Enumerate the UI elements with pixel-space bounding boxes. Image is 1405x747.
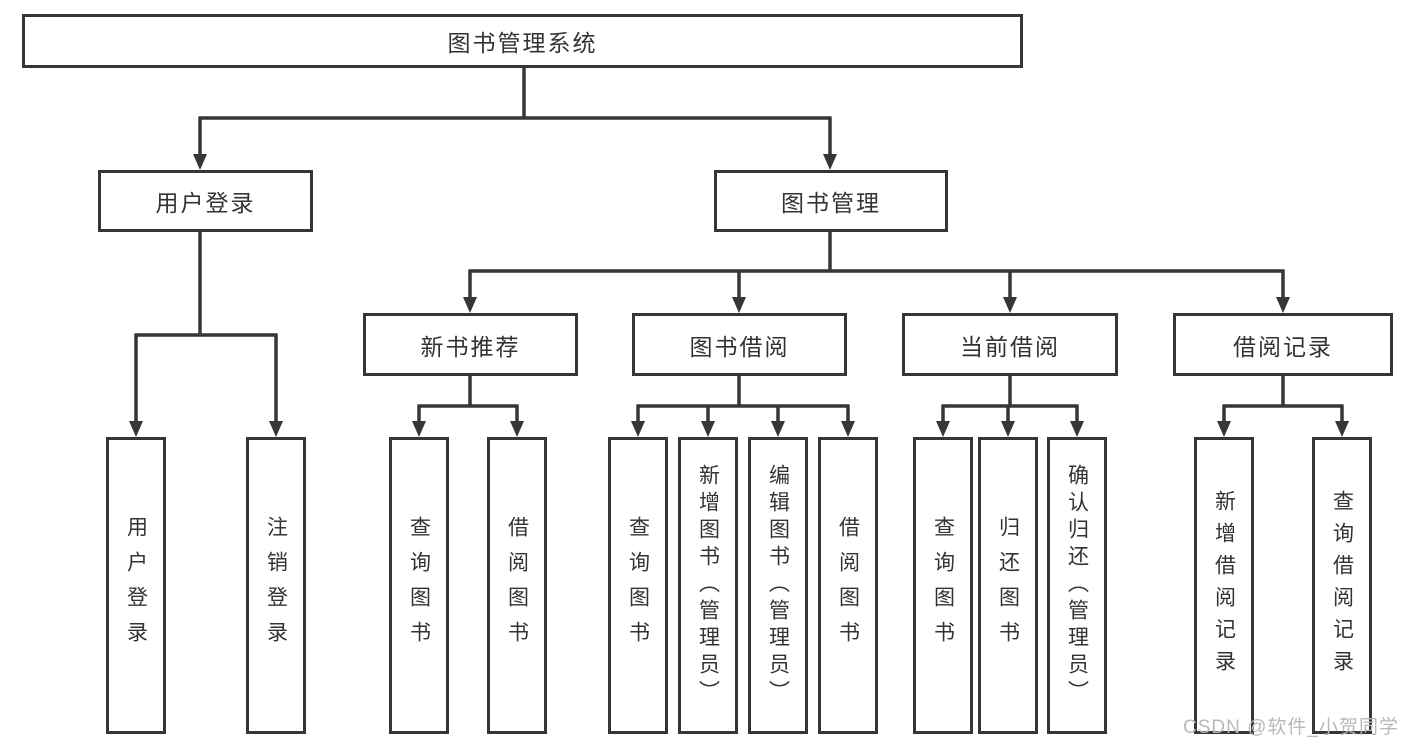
node-book-borrow-label: 图书借阅 <box>689 333 790 360</box>
node-book-management-label: 图书管理 <box>781 190 881 216</box>
node-root-label: 图书管理系统 <box>447 30 598 56</box>
leaf-query-books-borrow-label: 查询图书 <box>626 515 650 656</box>
node-new-book-recommend: 新书推荐 <box>363 313 578 376</box>
leaf-borrow-books-recommend: 借阅图书 <box>487 437 547 734</box>
leaf-user-login-label: 用户登录 <box>124 515 148 656</box>
node-borrow-records: 借阅记录 <box>1173 313 1393 376</box>
node-root: 图书管理系统 <box>22 14 1023 68</box>
node-user-login: 用户登录 <box>98 170 313 232</box>
leaf-return-book: 归还图书 <box>978 437 1038 734</box>
leaf-query-books-current: 查询图书 <box>913 437 973 734</box>
leaf-logout: 注销登录 <box>246 437 306 734</box>
leaf-confirm-return-admin-label: 确认归还（管理员） <box>1065 464 1089 707</box>
leaf-borrow-books-label: 借阅图书 <box>836 515 860 656</box>
leaf-add-borrow-record: 新增借阅记录 <box>1194 437 1254 734</box>
node-book-borrow: 图书借阅 <box>632 313 847 376</box>
leaf-query-books-recommend: 查询图书 <box>389 437 449 734</box>
node-borrow-records-label: 借阅记录 <box>1233 333 1333 360</box>
node-user-login-label: 用户登录 <box>155 190 256 216</box>
leaf-query-books-borrow: 查询图书 <box>608 437 668 734</box>
leaf-add-book-admin: 新增图书（管理员） <box>678 437 738 734</box>
leaf-add-borrow-record-label: 新增借阅记录 <box>1212 489 1236 682</box>
leaf-query-borrow-record: 查询借阅记录 <box>1312 437 1372 734</box>
leaf-edit-book-admin-label: 编辑图书（管理员） <box>766 464 790 707</box>
leaf-return-book-label: 归还图书 <box>996 515 1020 656</box>
leaf-logout-label: 注销登录 <box>264 515 288 656</box>
node-current-borrow: 当前借阅 <box>902 313 1118 376</box>
leaf-query-books-current-label: 查询图书 <box>931 515 955 656</box>
node-current-borrow-label: 当前借阅 <box>960 333 1060 360</box>
leaf-add-book-admin-label: 新增图书（管理员） <box>696 464 720 707</box>
csdn-watermark: CSDN @软件_小贺同学 <box>1183 717 1399 738</box>
leaf-user-login: 用户登录 <box>106 437 166 734</box>
node-book-management: 图书管理 <box>714 170 948 232</box>
node-new-book-recommend-label: 新书推荐 <box>420 333 521 360</box>
leaf-query-borrow-record-label: 查询借阅记录 <box>1330 489 1354 682</box>
leaf-confirm-return-admin: 确认归还（管理员） <box>1047 437 1107 734</box>
leaf-query-books-recommend-label: 查询图书 <box>407 515 431 656</box>
leaf-borrow-books: 借阅图书 <box>818 437 878 734</box>
leaf-borrow-books-recommend-label: 借阅图书 <box>505 515 529 656</box>
leaf-edit-book-admin: 编辑图书（管理员） <box>748 437 808 734</box>
